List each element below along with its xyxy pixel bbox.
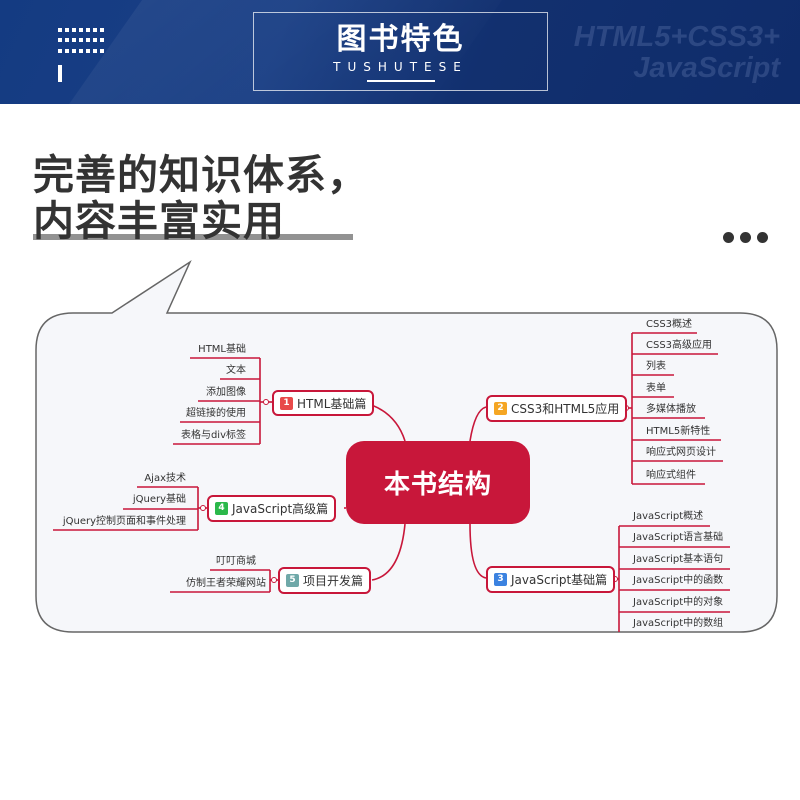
- watermark-text: HTML5+CSS3+ JavaScript: [574, 22, 780, 84]
- leaf-item[interactable]: HTML基础: [198, 344, 246, 355]
- leaf-item[interactable]: JavaScript中的数组: [633, 618, 724, 629]
- leaf-item[interactable]: JavaScript语言基础: [633, 532, 724, 543]
- watermark-line-2: JavaScript: [633, 52, 780, 84]
- branch-node-5[interactable]: 5 项目开发篇: [278, 567, 372, 594]
- leaf-item[interactable]: 文本: [226, 365, 246, 376]
- headline-line-1: 完善的知识体系，: [33, 151, 369, 199]
- watermark-line-1: HTML5+CSS3+: [573, 21, 780, 53]
- leaf-item[interactable]: 表单: [646, 383, 666, 394]
- title-underline: [367, 80, 435, 82]
- leaf-item[interactable]: HTML5新特性: [646, 426, 711, 437]
- branch-label: JavaScript高级篇: [232, 502, 329, 516]
- more-dots-icon: [723, 232, 768, 243]
- leaf-item[interactable]: Ajax技术: [144, 473, 186, 484]
- number-badge: 3: [494, 573, 507, 586]
- branch-node-4[interactable]: 4 JavaScript高级篇: [207, 495, 337, 522]
- leaf-item[interactable]: 多媒体播放: [646, 404, 696, 415]
- section-title: 图书特色: [336, 22, 465, 57]
- branch-label: CSS3和HTML5应用: [511, 402, 620, 416]
- leaf-item[interactable]: JavaScript中的函数: [633, 575, 724, 586]
- branch-label: 项目开发篇: [303, 574, 364, 588]
- collapse-toggle-4: [200, 505, 206, 511]
- leaf-item[interactable]: 响应式组件: [646, 470, 696, 481]
- section-title-box: 图书特色 TUSHUTESE: [253, 12, 548, 91]
- number-badge: 2: [494, 402, 507, 415]
- leaf-item[interactable]: jQuery控制页面和事件处理: [62, 516, 186, 527]
- branch-node-3[interactable]: 3 JavaScript基础篇: [486, 566, 616, 593]
- collapse-toggle-5: [271, 577, 277, 583]
- leaf-item[interactable]: CSS3概述: [646, 319, 693, 330]
- number-badge: 4: [215, 502, 228, 515]
- leaf-item[interactable]: CSS3高级应用: [646, 340, 713, 351]
- leaf-item[interactable]: JavaScript概述: [633, 511, 704, 522]
- section-subtitle: TUSHUTESE: [333, 60, 468, 74]
- headline: 完善的知识体系， 内容丰富实用: [33, 152, 369, 244]
- branch-node-1[interactable]: 1 HTML基础篇: [272, 390, 375, 416]
- collapse-toggle-1: [263, 399, 269, 405]
- leaf-item[interactable]: 叮叮商城: [216, 556, 256, 567]
- leaf-item[interactable]: 响应式网页设计: [646, 447, 716, 458]
- bar-mark-icon: [58, 65, 62, 82]
- headline-line-2: 内容丰富实用: [33, 197, 285, 245]
- number-badge: 5: [286, 574, 299, 587]
- leaf-item[interactable]: 列表: [646, 361, 666, 372]
- branch-label: HTML基础篇: [297, 396, 367, 411]
- leaf-item[interactable]: JavaScript基本语句: [633, 554, 724, 565]
- leaf-item[interactable]: 表格与div标签: [180, 430, 246, 441]
- leaf-item[interactable]: JavaScript中的对象: [633, 597, 724, 608]
- leaf-item[interactable]: 仿制王者荣耀网站: [186, 578, 266, 589]
- mindmap-root-node[interactable]: 本书结构: [346, 441, 530, 524]
- branch-label: JavaScript基础篇: [511, 573, 608, 587]
- dot-grid-icon: [58, 28, 104, 56]
- number-badge: 1: [280, 396, 293, 410]
- headline-underline: [33, 234, 353, 240]
- leaf-item[interactable]: 超链接的使用: [186, 408, 246, 419]
- header-banner: 图书特色 TUSHUTESE HTML5+CSS3+ JavaScript: [0, 0, 800, 104]
- branch-node-2[interactable]: 2 CSS3和HTML5应用: [486, 395, 628, 422]
- leaf-item[interactable]: jQuery基础: [132, 494, 186, 505]
- leaf-item[interactable]: 添加图像: [206, 387, 246, 398]
